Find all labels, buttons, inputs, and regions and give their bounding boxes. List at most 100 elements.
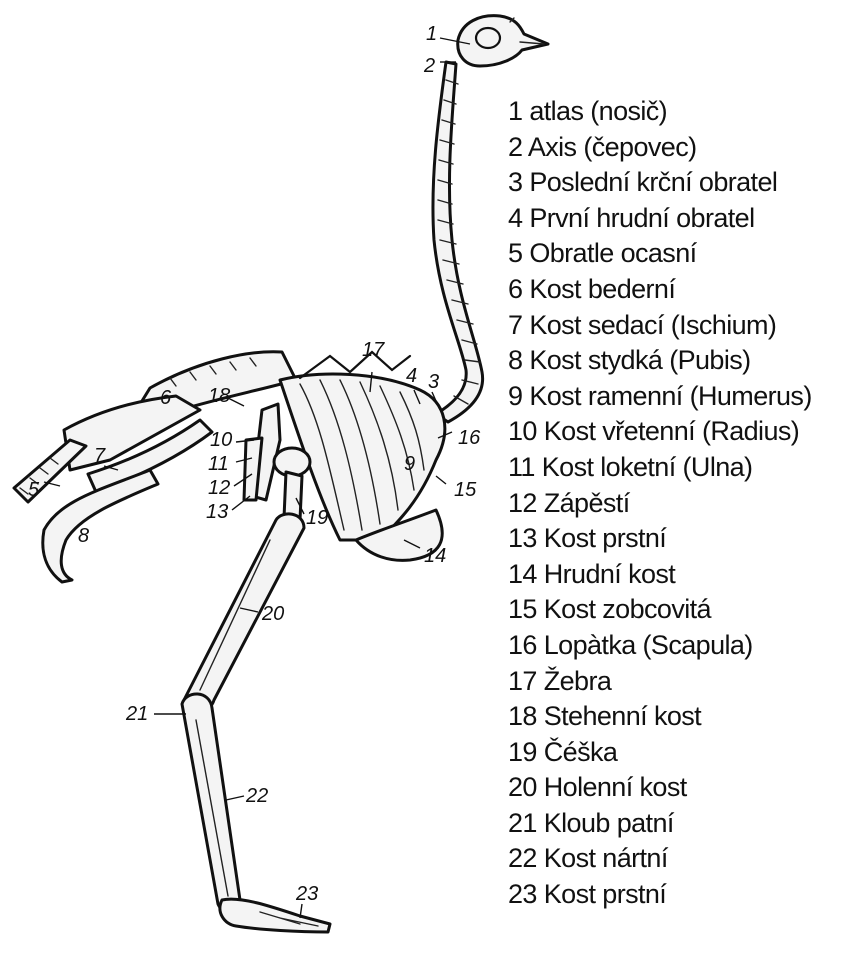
legend-label: Poslední krční obratel [529, 167, 777, 197]
legend-item: 22 Kost nártní [508, 841, 812, 877]
legend-label: Kost prstní [544, 523, 666, 553]
legend-label: Kost sedací (Ischium) [529, 310, 776, 340]
legend-item: 3 Poslední krční obratel [508, 165, 812, 201]
bone-legend: 1 atlas (nosič) 2 Axis (čepovec) 3 Posle… [508, 94, 812, 913]
legend-number: 16 [508, 628, 537, 664]
legend-item: 9 Kost ramenní (Humerus) [508, 379, 812, 415]
callout-17: 17 [362, 339, 385, 361]
callout-22: 22 [245, 785, 268, 807]
wing [244, 404, 280, 500]
legend-number: 12 [508, 486, 537, 522]
legend-number: 14 [508, 557, 537, 593]
tibiotarsus [184, 514, 304, 711]
legend-number: 13 [508, 521, 537, 557]
legend-label: Hrudní kost [544, 559, 675, 589]
callout-12: 12 [208, 477, 230, 499]
callout-7: 7 [94, 445, 106, 467]
legend-label: Zápěstí [544, 488, 630, 518]
tarsometatarsus [182, 694, 240, 913]
legend-label: Kost prstní [544, 879, 666, 909]
callout-4: 4 [406, 365, 417, 387]
callout-6: 6 [160, 387, 172, 409]
legend-label: Kloub patní [544, 808, 674, 838]
legend-item: 1 atlas (nosič) [508, 94, 812, 130]
legend-item: 23 Kost prstní [508, 877, 812, 913]
legend-number: 11 [508, 450, 535, 486]
legend-item: 18 Stehenní kost [508, 699, 812, 735]
legend-label: Kost nártní [544, 843, 668, 873]
legend-number: 10 [508, 414, 537, 450]
legend-number: 22 [508, 841, 537, 877]
legend-label: Kost ramenní (Humerus) [529, 381, 811, 411]
legend-number: 1 [508, 94, 522, 130]
legend-label: Obratle ocasní [529, 238, 696, 268]
legend-number: 18 [508, 699, 537, 735]
legend-number: 23 [508, 877, 537, 913]
neck-vertebrae [433, 62, 483, 422]
legend-item: 16 Lopàtka (Scapula) [508, 628, 812, 664]
femur [274, 448, 310, 520]
callout-15: 15 [454, 479, 477, 501]
callout-9: 9 [404, 453, 415, 475]
legend-item: 20 Holenní kost [508, 770, 812, 806]
legend-number: 8 [508, 343, 522, 379]
legend-label: Kost bederní [529, 274, 675, 304]
legend-label: Čéška [544, 737, 618, 767]
legend-item: 21 Kloub patní [508, 806, 812, 842]
legend-label: atlas (nosič) [529, 96, 667, 126]
legend-number: 9 [508, 379, 522, 415]
legend-number: 15 [508, 592, 537, 628]
callout-14: 14 [424, 545, 446, 567]
legend-label: Kost stydká (Pubis) [529, 345, 750, 375]
legend-item: 15 Kost zobcovitá [508, 592, 812, 628]
callout-23: 23 [295, 883, 318, 905]
callout-5: 5 [28, 479, 40, 501]
callout-10: 10 [210, 429, 232, 451]
legend-label: Kost zobcovitá [544, 594, 711, 624]
legend-label: Holenní kost [544, 772, 687, 802]
callout-20: 20 [261, 603, 284, 625]
legend-label: Stehenní kost [544, 701, 701, 731]
legend-label: Kost loketní (Ulna) [542, 452, 753, 482]
legend-number: 5 [508, 236, 522, 272]
legend-label: Lopàtka (Scapula) [544, 630, 753, 660]
legend-item: 13 Kost prstní [508, 521, 812, 557]
callout-21: 21 [125, 703, 148, 725]
legend-item: 14 Hrudní kost [508, 557, 812, 593]
skull [458, 16, 548, 66]
legend-item: 8 Kost stydká (Pubis) [508, 343, 812, 379]
legend-number: 20 [508, 770, 537, 806]
legend-number: 4 [508, 201, 522, 237]
callout-8: 8 [78, 525, 89, 547]
callout-19: 19 [306, 507, 328, 529]
legend-number: 2 [508, 130, 522, 166]
callout-1: 1 [426, 23, 437, 45]
legend-number: 7 [508, 308, 522, 344]
legend-item: 2 Axis (čepovec) [508, 130, 812, 166]
callout-16: 16 [458, 427, 481, 449]
legend-label: Žebra [544, 666, 612, 696]
legend-number: 21 [508, 806, 537, 842]
legend-label: Kost vřetenní (Radius) [544, 416, 799, 446]
legend-number: 19 [508, 735, 537, 771]
legend-label: Axis (čepovec) [528, 132, 697, 162]
callout-3: 3 [428, 371, 439, 393]
legend-item: 17 Žebra [508, 664, 812, 700]
callout-2: 2 [423, 55, 435, 77]
legend-item: 5 Obratle ocasní [508, 236, 812, 272]
legend-item: 7 Kost sedací (Ischium) [508, 308, 812, 344]
legend-item: 10 Kost vřetenní (Radius) [508, 414, 812, 450]
legend-item: 6 Kost bederní [508, 272, 812, 308]
legend-item: 4 První hrudní obratel [508, 201, 812, 237]
callout-11: 11 [208, 453, 229, 475]
legend-number: 3 [508, 165, 522, 201]
legend-number: 6 [508, 272, 522, 308]
callout-13: 13 [206, 501, 228, 523]
callout-18: 18 [208, 385, 230, 407]
legend-label: První hrudní obratel [529, 203, 754, 233]
legend-item: 19 Čéška [508, 735, 812, 771]
legend-item: 11 Kost loketní (Ulna) [508, 450, 812, 486]
legend-item: 12 Zápěstí [508, 486, 812, 522]
legend-number: 17 [508, 664, 537, 700]
